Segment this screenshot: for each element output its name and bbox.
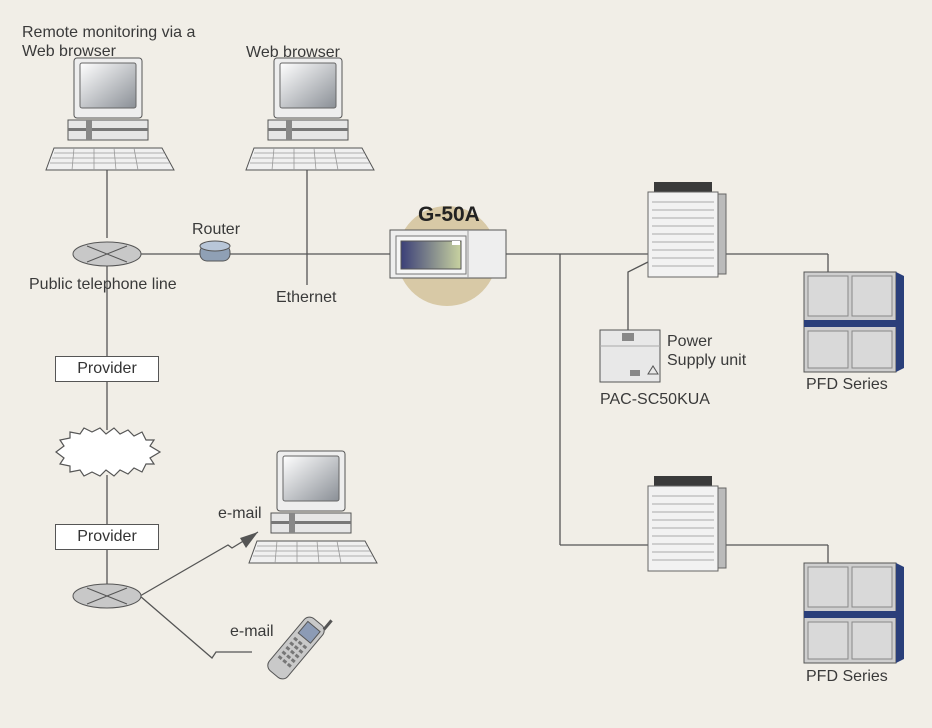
public-telephone-line-label: Public telephone line: [29, 276, 177, 293]
provider-exchange-icon: [72, 583, 142, 609]
indoor-unit-top-icon: [803, 271, 905, 373]
web-browser-computer-icon: [245, 57, 375, 171]
email-computer-icon: [248, 450, 378, 564]
indoor-unit-bottom-icon: [803, 562, 905, 664]
email-pc-label: e-mail: [218, 505, 262, 522]
power-supply-label-line1: Power: [667, 333, 713, 350]
public-telephone-exchange-icon: [72, 241, 142, 267]
pfd-series-top-label: PFD Series: [806, 376, 888, 393]
remote-monitoring-label-line2: Web browser: [22, 43, 116, 60]
provider-top-box: Provider: [55, 356, 159, 382]
internet-cloud-icon: [55, 427, 162, 477]
connection-lines: [106, 170, 829, 659]
email-phone-label: e-mail: [230, 623, 274, 640]
power-supply-label-line2: Supply unit: [667, 352, 747, 369]
mobile-phone-icon: [267, 616, 333, 680]
router-icon: [199, 240, 231, 262]
power-supply-icon: [599, 329, 661, 383]
provider-bottom-box: Provider: [55, 524, 159, 550]
pfd-series-bottom-label: PFD Series: [806, 668, 888, 685]
outdoor-unit-top-icon: [647, 181, 727, 278]
g50a-controller-icon: [389, 206, 507, 306]
outdoor-unit-bottom-icon: [647, 475, 727, 572]
controller-label: G-50A: [418, 203, 480, 226]
router-label: Router: [192, 221, 241, 238]
web-browser-label: Web browser: [246, 44, 340, 61]
remote-monitoring-computer-icon: [45, 57, 175, 171]
power-supply-model-label: PAC-SC50KUA: [600, 391, 710, 408]
ethernet-label: Ethernet: [276, 289, 337, 306]
remote-monitoring-label-line1: Remote monitoring via a: [22, 24, 196, 41]
